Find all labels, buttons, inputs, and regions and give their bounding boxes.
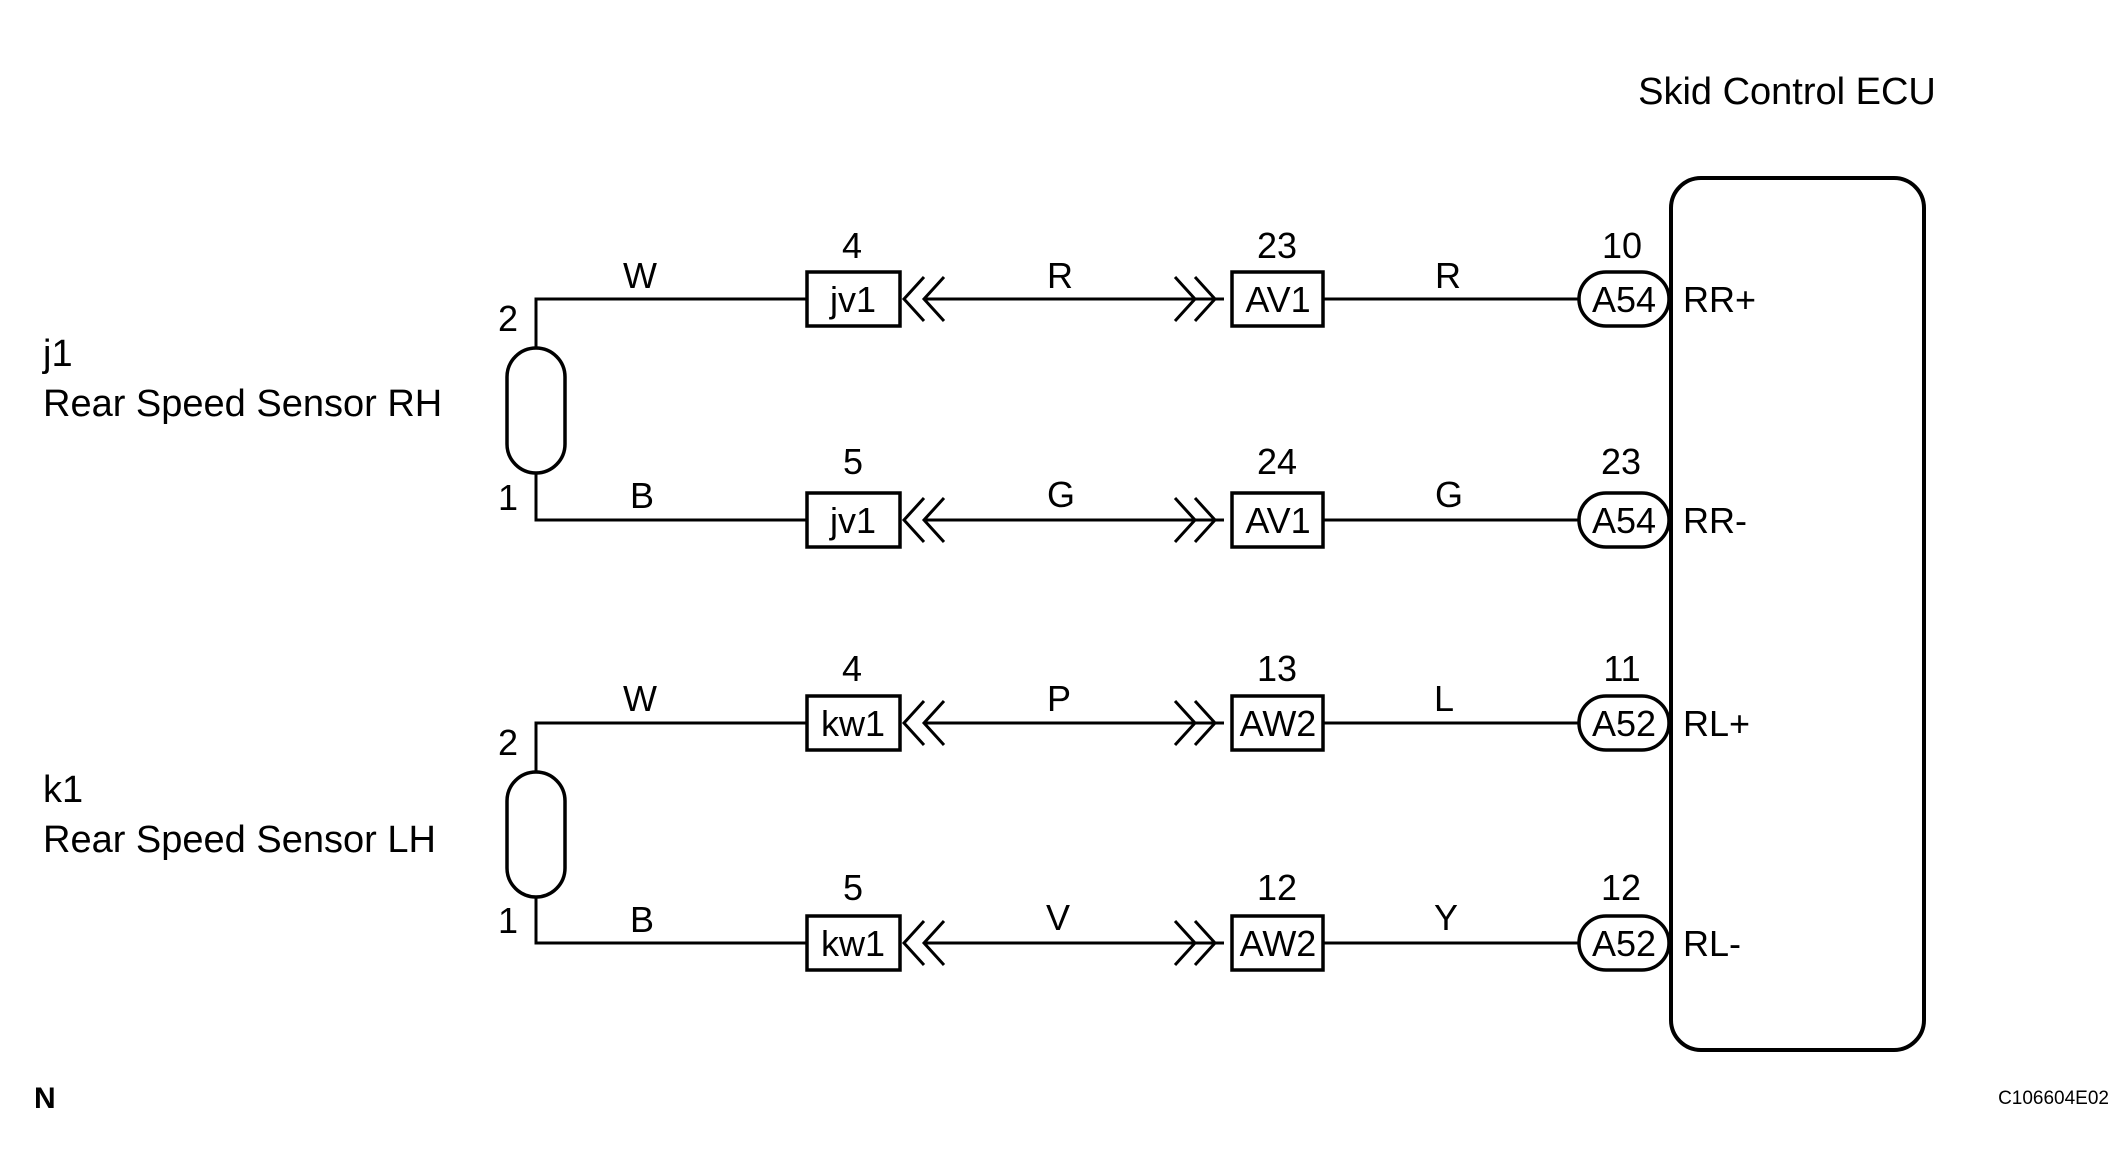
sensor-wire-color: B: [630, 899, 654, 940]
connector-label: AV1: [1245, 279, 1310, 320]
junction-connector-label: jv1: [829, 279, 876, 320]
sensor-lh-pin-bottom: 1: [498, 900, 518, 941]
junction-connector: [805, 491, 902, 549]
junction-pin: 4: [842, 225, 862, 266]
sensor-rh-lead-bottom: [534, 473, 807, 522]
ecu-connector-label: A54: [1592, 279, 1656, 320]
circuit-rr-plus: W 4 jv1 R 23 AV1 R 10 A54 RR+: [623, 225, 1756, 328]
sensor-rh-symbol: [505, 346, 567, 475]
plug-chevron-right: [1173, 919, 1218, 967]
ecu-signal-label: RL-: [1683, 923, 1741, 964]
plug-chevron-right: [1173, 496, 1218, 544]
ecu-connector: [1577, 914, 1671, 972]
sensor-lh-lead-bottom: [534, 897, 807, 945]
ecu-pin: 12: [1601, 867, 1641, 908]
junction-connector-label: kw1: [821, 703, 885, 744]
ecu-connector-label: A54: [1592, 500, 1656, 541]
junction-pin: 5: [843, 441, 863, 482]
connector-pin: 23: [1257, 225, 1297, 266]
ecu-signal-label: RR+: [1683, 279, 1756, 320]
connector: [1230, 270, 1325, 328]
ecu-title: Skid Control ECU: [1638, 71, 1936, 113]
sensor-rh-name: Rear Speed Sensor RH: [43, 383, 442, 425]
figure-code: C106604E02: [1998, 1088, 2109, 1109]
junction-connector-label: kw1: [821, 923, 885, 964]
junction-connector-label: jv1: [829, 500, 876, 541]
sensor-lh-id: k1: [43, 769, 83, 811]
connector-label: AW2: [1240, 923, 1317, 964]
junction-pin: 4: [842, 648, 862, 689]
ecu-connector: [1577, 694, 1671, 752]
ecu-wire-color: L: [1434, 678, 1454, 719]
sensor-lh-symbol: [505, 770, 567, 899]
connector-label: AV1: [1245, 500, 1310, 541]
connector-pin: 13: [1257, 648, 1297, 689]
mid-wire-color: P: [1047, 678, 1071, 719]
ecu-connector: [1577, 491, 1671, 549]
sensor-rh-pin-top: 2: [498, 298, 518, 339]
connector: [1230, 694, 1325, 752]
sensor-rh: j1 Rear Speed Sensor RH 2 1: [42, 297, 807, 522]
plug-chevron-right: [1173, 699, 1218, 747]
ecu-signal-label: RL+: [1683, 703, 1750, 744]
junction-connector: [805, 914, 902, 972]
ecu-signal-label: RR-: [1683, 500, 1747, 541]
ecu-pin: 10: [1602, 225, 1642, 266]
ecu-connector-label: A52: [1592, 923, 1656, 964]
connector-label: AW2: [1240, 703, 1317, 744]
sensor-wire-color: B: [630, 475, 654, 516]
circuit-rr-minus: B 5 jv1 G 24 AV1 G 23 A54 RR-: [630, 441, 1747, 549]
connector-pin: 24: [1257, 441, 1297, 482]
sensor-lh-name: Rear Speed Sensor LH: [43, 819, 436, 861]
footer-left-label: N: [34, 1082, 56, 1115]
sensor-wire-color: W: [623, 678, 657, 719]
junction-pin: 5: [843, 867, 863, 908]
sensor-rh-pin-bottom: 1: [498, 477, 518, 518]
ecu-connector: [1577, 270, 1671, 328]
ecu-connector-label: A52: [1592, 703, 1656, 744]
circuit-rl-plus: W 4 kw1 P 13 AW2 L 11 A52 RL+: [623, 648, 1750, 752]
ecu-wire-color: G: [1435, 474, 1463, 515]
mid-wire-color: G: [1047, 474, 1075, 515]
ecu-wire-color: R: [1435, 255, 1461, 296]
circuit-rl-minus: B 5 kw1 V 12 AW2 Y 12 A52 RL-: [630, 867, 1741, 972]
ecu-wire-color: Y: [1434, 897, 1458, 938]
junction-connector: [805, 694, 902, 752]
sensor-lh: k1 Rear Speed Sensor LH 2 1: [43, 721, 807, 945]
plug-chevron-right: [1173, 275, 1218, 323]
sensor-rh-id: j1: [42, 333, 73, 375]
sensor-lh-pin-top: 2: [498, 722, 518, 763]
ecu-box: [1669, 176, 1926, 1052]
sensor-wire-color: W: [623, 255, 657, 296]
sensor-lh-lead-top: [534, 721, 807, 772]
ecu-pin: 23: [1601, 441, 1641, 482]
mid-wire-color: V: [1046, 897, 1070, 938]
connector-pin: 12: [1257, 867, 1297, 908]
sensor-rh-lead-top: [534, 297, 807, 348]
ecu-pin: 11: [1603, 648, 1640, 689]
junction-connector: [805, 270, 902, 328]
mid-wire-color: R: [1047, 255, 1073, 296]
